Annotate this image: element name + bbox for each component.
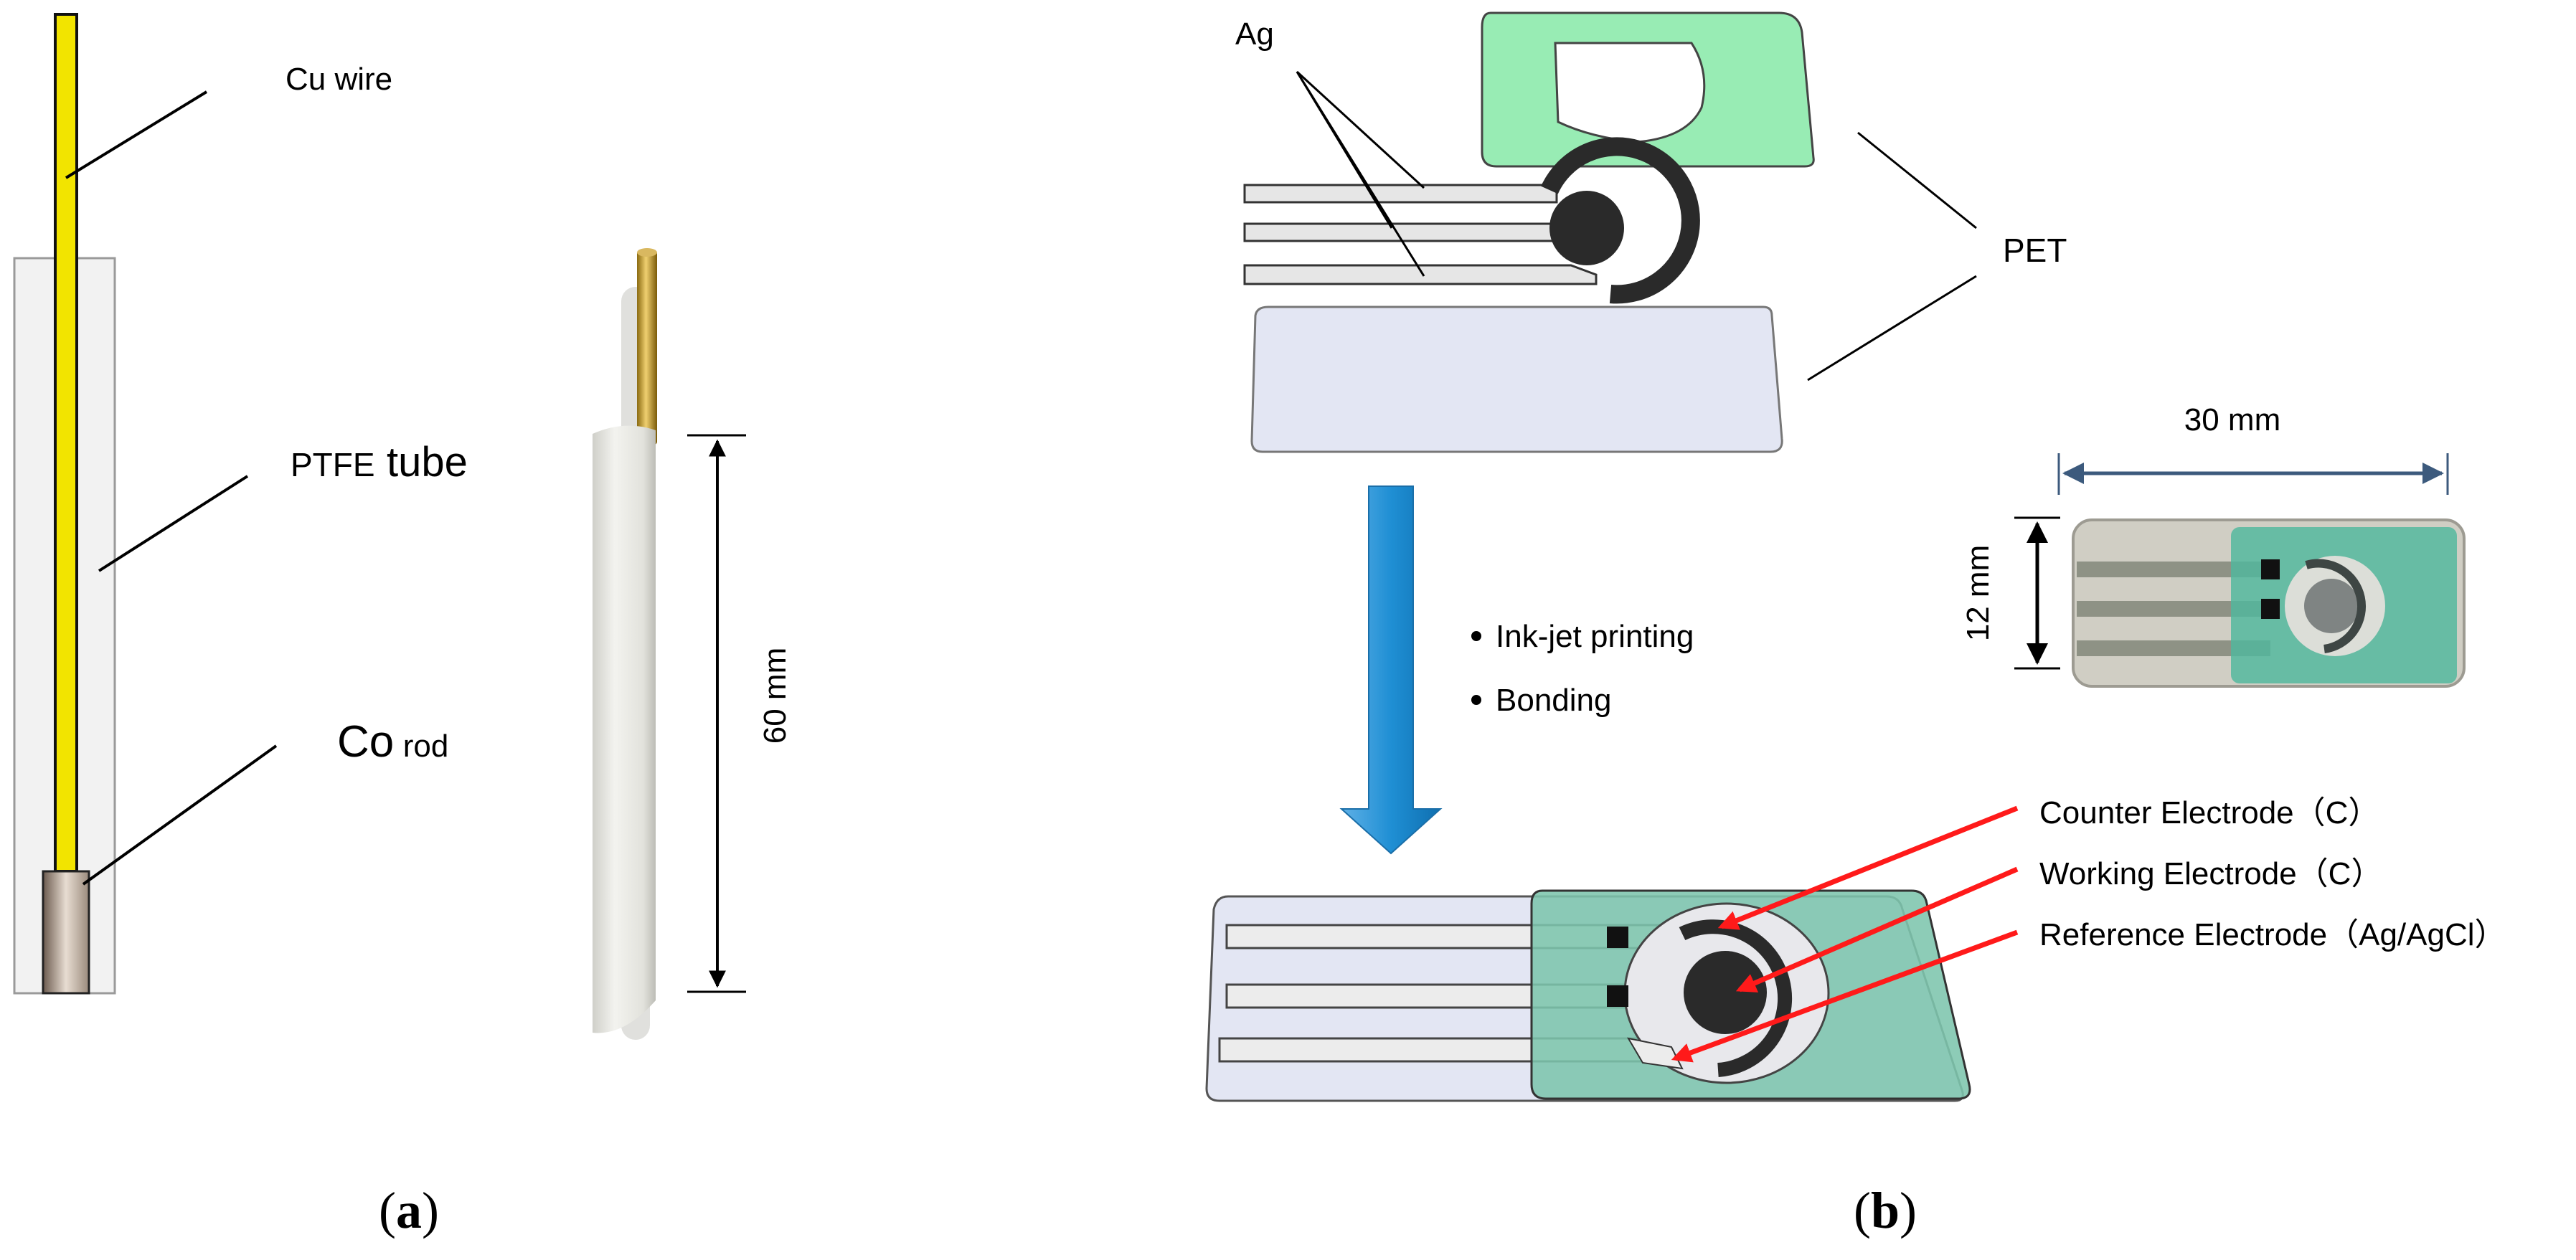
co-rod-label: Co rod (337, 717, 448, 767)
bonded-contact-2 (1607, 985, 1628, 1007)
photo-contact-1 (2261, 559, 2280, 579)
ptfe-tube-label: PTFE tube (291, 439, 468, 485)
photo-working-electrode (2304, 579, 2359, 633)
photo-track-1 (2077, 562, 2270, 577)
pet-cover-layer (1481, 11, 1815, 168)
gold-pin-tip (637, 248, 657, 257)
gold-pin (637, 251, 657, 445)
caption-a: (a) (379, 1182, 439, 1239)
caption-b: (b) (1854, 1182, 1917, 1239)
ptfe-label-prefix: PTFE (291, 446, 375, 483)
ag-leader-1 (1296, 70, 1425, 189)
caption-a-close: ) (422, 1182, 439, 1239)
counter-electrode-label: Counter Electrode（C） (2039, 795, 2379, 830)
cu-wire-label: Cu wire (286, 62, 392, 97)
ptfe-label-suffix: tube (387, 439, 468, 485)
photo-track-2 (2077, 601, 2270, 617)
white-tube (593, 425, 656, 1033)
panel-a: Cu wire PTFE tube Co rod 60 mm (a) (13, 13, 793, 1239)
step-1-label: Ink-jet printing (1496, 619, 1694, 654)
caption-b-open: ( (1854, 1182, 1871, 1239)
sensor-photo (2072, 518, 2466, 688)
caption-b-close: ) (1900, 1182, 1917, 1239)
counter-pointer (1717, 805, 2019, 930)
dim-30mm-label: 30 mm (2184, 402, 2280, 437)
ag-track-1 (1243, 184, 1558, 204)
bonded-contact-1 (1607, 927, 1628, 948)
ag-label: Ag (1235, 16, 1274, 52)
co-rod-shape (42, 870, 90, 995)
co-label-prefix: Co (337, 717, 394, 767)
pet-leader-base (1807, 275, 1977, 382)
working-pointer (1735, 866, 2019, 993)
photo-track-3 (2077, 640, 2270, 656)
panel-b: Ag PET Ink-jet printing Bonding (1205, 11, 2506, 1239)
step-2-label: Bonding (1496, 683, 1611, 718)
pet-base-layer (1250, 305, 1783, 453)
reference-pointer (1671, 929, 2019, 1063)
dim-60mm-label: 60 mm (758, 648, 793, 744)
working-electrode-disc (1549, 191, 1624, 265)
bonded-working-electrode (1684, 951, 1767, 1034)
photo-counter-electrode (2305, 559, 2366, 653)
co-rod-leader (82, 744, 278, 886)
step-1-bullet (1471, 631, 1481, 641)
bonded-reference-electrode (1627, 1037, 1684, 1070)
caption-a-letter: a (396, 1182, 422, 1239)
cu-wire-shape (54, 13, 78, 873)
ag-track-3 (1243, 264, 1598, 285)
bonded-sensor (1205, 889, 1971, 1102)
pet-leader-cover (1857, 131, 1977, 229)
caption-b-letter: b (1871, 1182, 1900, 1239)
ag-leader-3 (1296, 71, 1425, 277)
ptfe-tube-leader (98, 475, 249, 572)
ag-print-layer (1243, 137, 1700, 304)
electrode-photo (593, 248, 657, 1040)
caption-a-open: ( (379, 1182, 396, 1239)
electrode-schematic (13, 13, 116, 995)
counter-electrode-arc (1541, 137, 1700, 304)
co-label-suffix: rod (403, 729, 449, 764)
step-2-bullet (1471, 695, 1481, 705)
process-arrow (1339, 485, 1443, 855)
pet-label: PET (2003, 232, 2067, 269)
working-electrode-label: Working Electrode（C） (2039, 856, 2382, 891)
dim-12mm-label: 12 mm (1961, 545, 1996, 641)
photo-contact-2 (2261, 599, 2280, 619)
cu-wire-leader (65, 90, 208, 179)
reference-electrode-label: Reference Electrode（Ag/AgCl） (2039, 917, 2506, 952)
